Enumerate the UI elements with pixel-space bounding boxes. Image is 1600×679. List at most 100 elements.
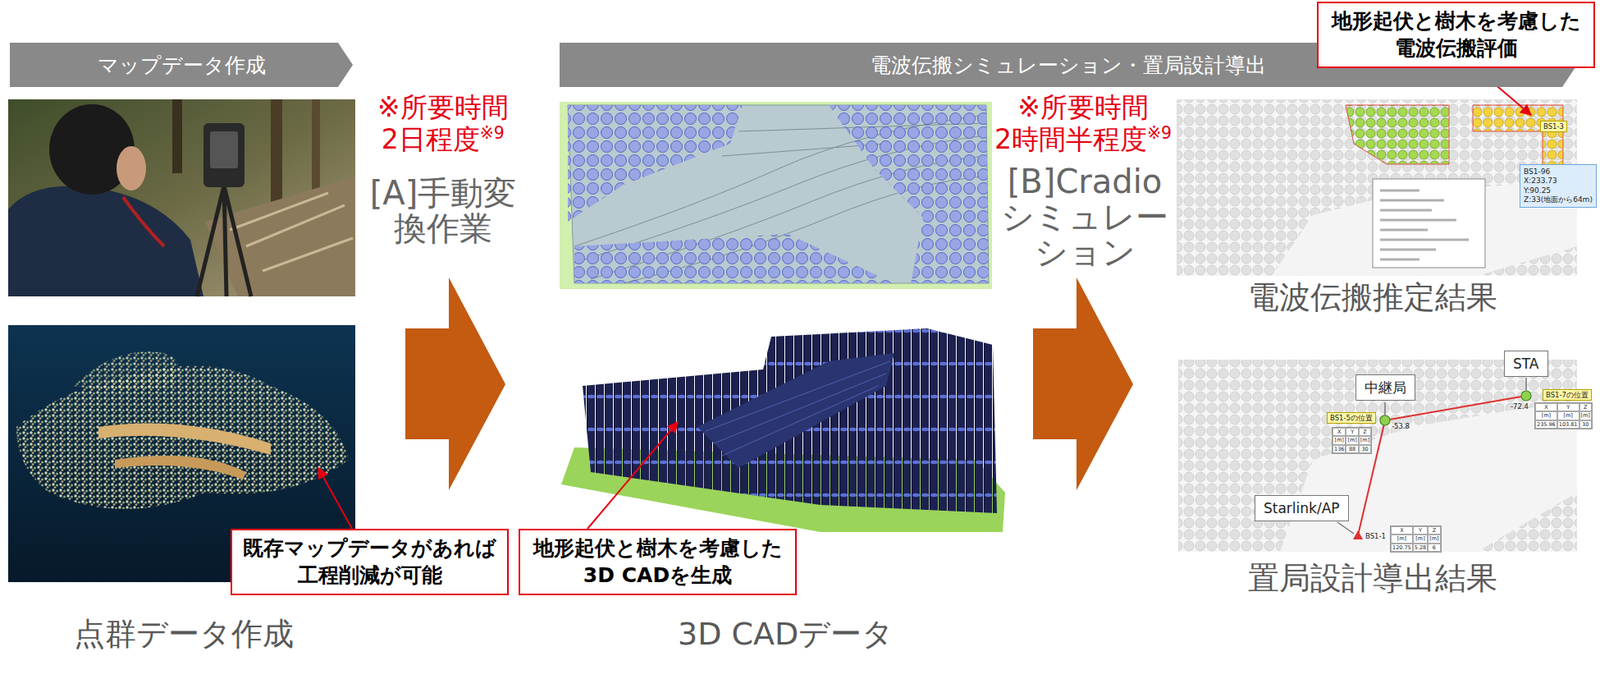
node-text: Z:33(地面から64m) [1523,195,1593,205]
cad-terrain-line [705,361,891,456]
table-cell: 5.28 [1412,543,1428,552]
result-background [1178,359,1578,552]
person-body [8,186,204,297]
placement-result [1178,359,1578,552]
callout-tail [1337,521,1354,534]
coord-table: XYZ[m][m][m]235.96103.8130 [1534,402,1593,430]
popup-window [1372,178,1486,268]
person-face [116,146,147,191]
coord-table: XYZ[m][m][m]1368830 [1331,426,1372,454]
table-cell: [m] [1535,411,1558,420]
point-cloud-trees [73,351,179,390]
node-text: Starlink/AP [1263,498,1340,517]
position-tag: BS1-3 [1540,120,1568,133]
tree-area [1178,359,1578,552]
text-line: ※所要時間 [994,91,1172,124]
callout-tail [1384,402,1386,416]
signal-value: -53.8 [1391,421,1410,430]
text-line: [A]手動変換作業 [367,175,519,247]
point-cloud-ground [114,455,247,480]
tree-area [828,105,989,284]
station-callout: 中継局 [1355,374,1416,401]
point-cloud-ground [98,423,271,456]
label-text: 3D CADデータ [677,615,894,652]
table-cell: 120.75 [1390,543,1413,552]
coverage-area [1345,105,1450,165]
text-line: ※所要時間 [377,91,509,124]
label-text: ※所要時間 [1017,91,1149,124]
relay-marker [1380,415,1390,426]
table-cell: 136 [1332,444,1346,453]
tree-area [567,105,743,222]
label-text: [B]Cradio シミュレーション [1001,162,1169,271]
position-tag: BS1-5の位置 [1326,411,1376,424]
table-cell: [m] [1427,534,1440,543]
terrain-map [559,101,992,289]
node-text: 地形起伏と樹木を考慮した 電波伝搬評価 [1326,8,1586,62]
terrain [567,105,989,284]
table-cell: 6 [1427,543,1440,552]
table-cell: 103.81 [1557,420,1580,429]
popup-text-line [1380,190,1469,260]
table-cell: Y [1412,525,1428,535]
table-cell: 30 [1579,420,1592,429]
text-line: 2日程度※9 [377,123,509,156]
header-band: マップデータ作成 [9,42,353,87]
map-background [559,101,992,289]
footnote-mark: ※9 [480,123,505,143]
text-line: 電波伝搬推定結果 [1248,278,1498,317]
lanyard [123,196,165,247]
label-text: ※所要時間 [377,91,509,124]
station-callout: STA [1504,350,1549,377]
text-line: [B]Cradio シミュレーション [999,164,1171,271]
table-cell: Z [1358,427,1372,436]
table-cell: [m] [1332,435,1346,444]
photo-background [8,99,356,297]
node-text: 既存マップデータがあれば 工程削減が可能 [240,534,499,589]
table-cell: [m] [1390,534,1413,543]
text-line: 点群データ作成 [73,615,294,654]
tree-trunk [270,99,283,206]
label-text: 電波伝搬推定結果 [1248,278,1498,316]
footnote-mark: ※9 [1147,123,1172,143]
coord-table: XYZ[m][m][m]120.755.286 [1389,525,1442,553]
ap-marker [1353,530,1363,540]
label-text: 2時間半程度 [994,123,1148,156]
cad-terrain [697,352,895,468]
text-block: 3D CADデータ [677,615,894,654]
text-block: 点群データ作成 [73,615,294,654]
table-cell: [m] [1557,411,1580,420]
table-cell: [m] [1345,435,1358,444]
process-arrow [1033,277,1134,490]
table-cell: X [1332,427,1346,436]
table-cell: [m] [1358,435,1372,444]
table-cell: Y [1557,402,1580,412]
table-cell: Z [1579,402,1592,412]
result-background [1176,99,1578,276]
node-text: 電波伝搬シミュレーション・置局設計導出 [870,51,1267,79]
tree-trunk [311,99,320,190]
callout-box: 地形起伏と樹木を考慮した 3D CADを生成 [518,528,797,595]
node-text: BS1-3 [1543,122,1564,131]
table-cell: 235.96 [1535,420,1558,429]
text-line: 2時間半程度※9 [994,123,1172,156]
callout-box: 既存マップデータがあれば 工程削減が可能 [230,528,509,595]
label-text: 点群データ作成 [73,615,294,652]
callout-box: 地形起伏と樹木を考慮した 電波伝搬評価 [1316,1,1596,69]
position-tag: BS1-7の位置 [1542,388,1592,401]
node-text: 中継局 [1364,378,1407,397]
text-line: 置局設計導出結果 [1248,559,1498,598]
coverage-area [1472,105,1564,169]
propagation-result [1176,99,1578,276]
label-text: 置局設計導出結果 [1248,559,1498,596]
leader-line [587,421,678,529]
table-cell: 88 [1345,444,1358,453]
cad-model [561,328,1006,532]
cad-trees [582,328,997,513]
debris [205,176,356,297]
leader-line [318,467,352,529]
info-box: BS1-96X:233.73Y:90.25Z:33(地面から64m) [1519,164,1597,208]
label-text: [A]手動変換作業 [370,173,517,247]
table-cell: X [1535,402,1558,412]
text-block: ※所要時間2時間半程度※9 [994,91,1172,156]
